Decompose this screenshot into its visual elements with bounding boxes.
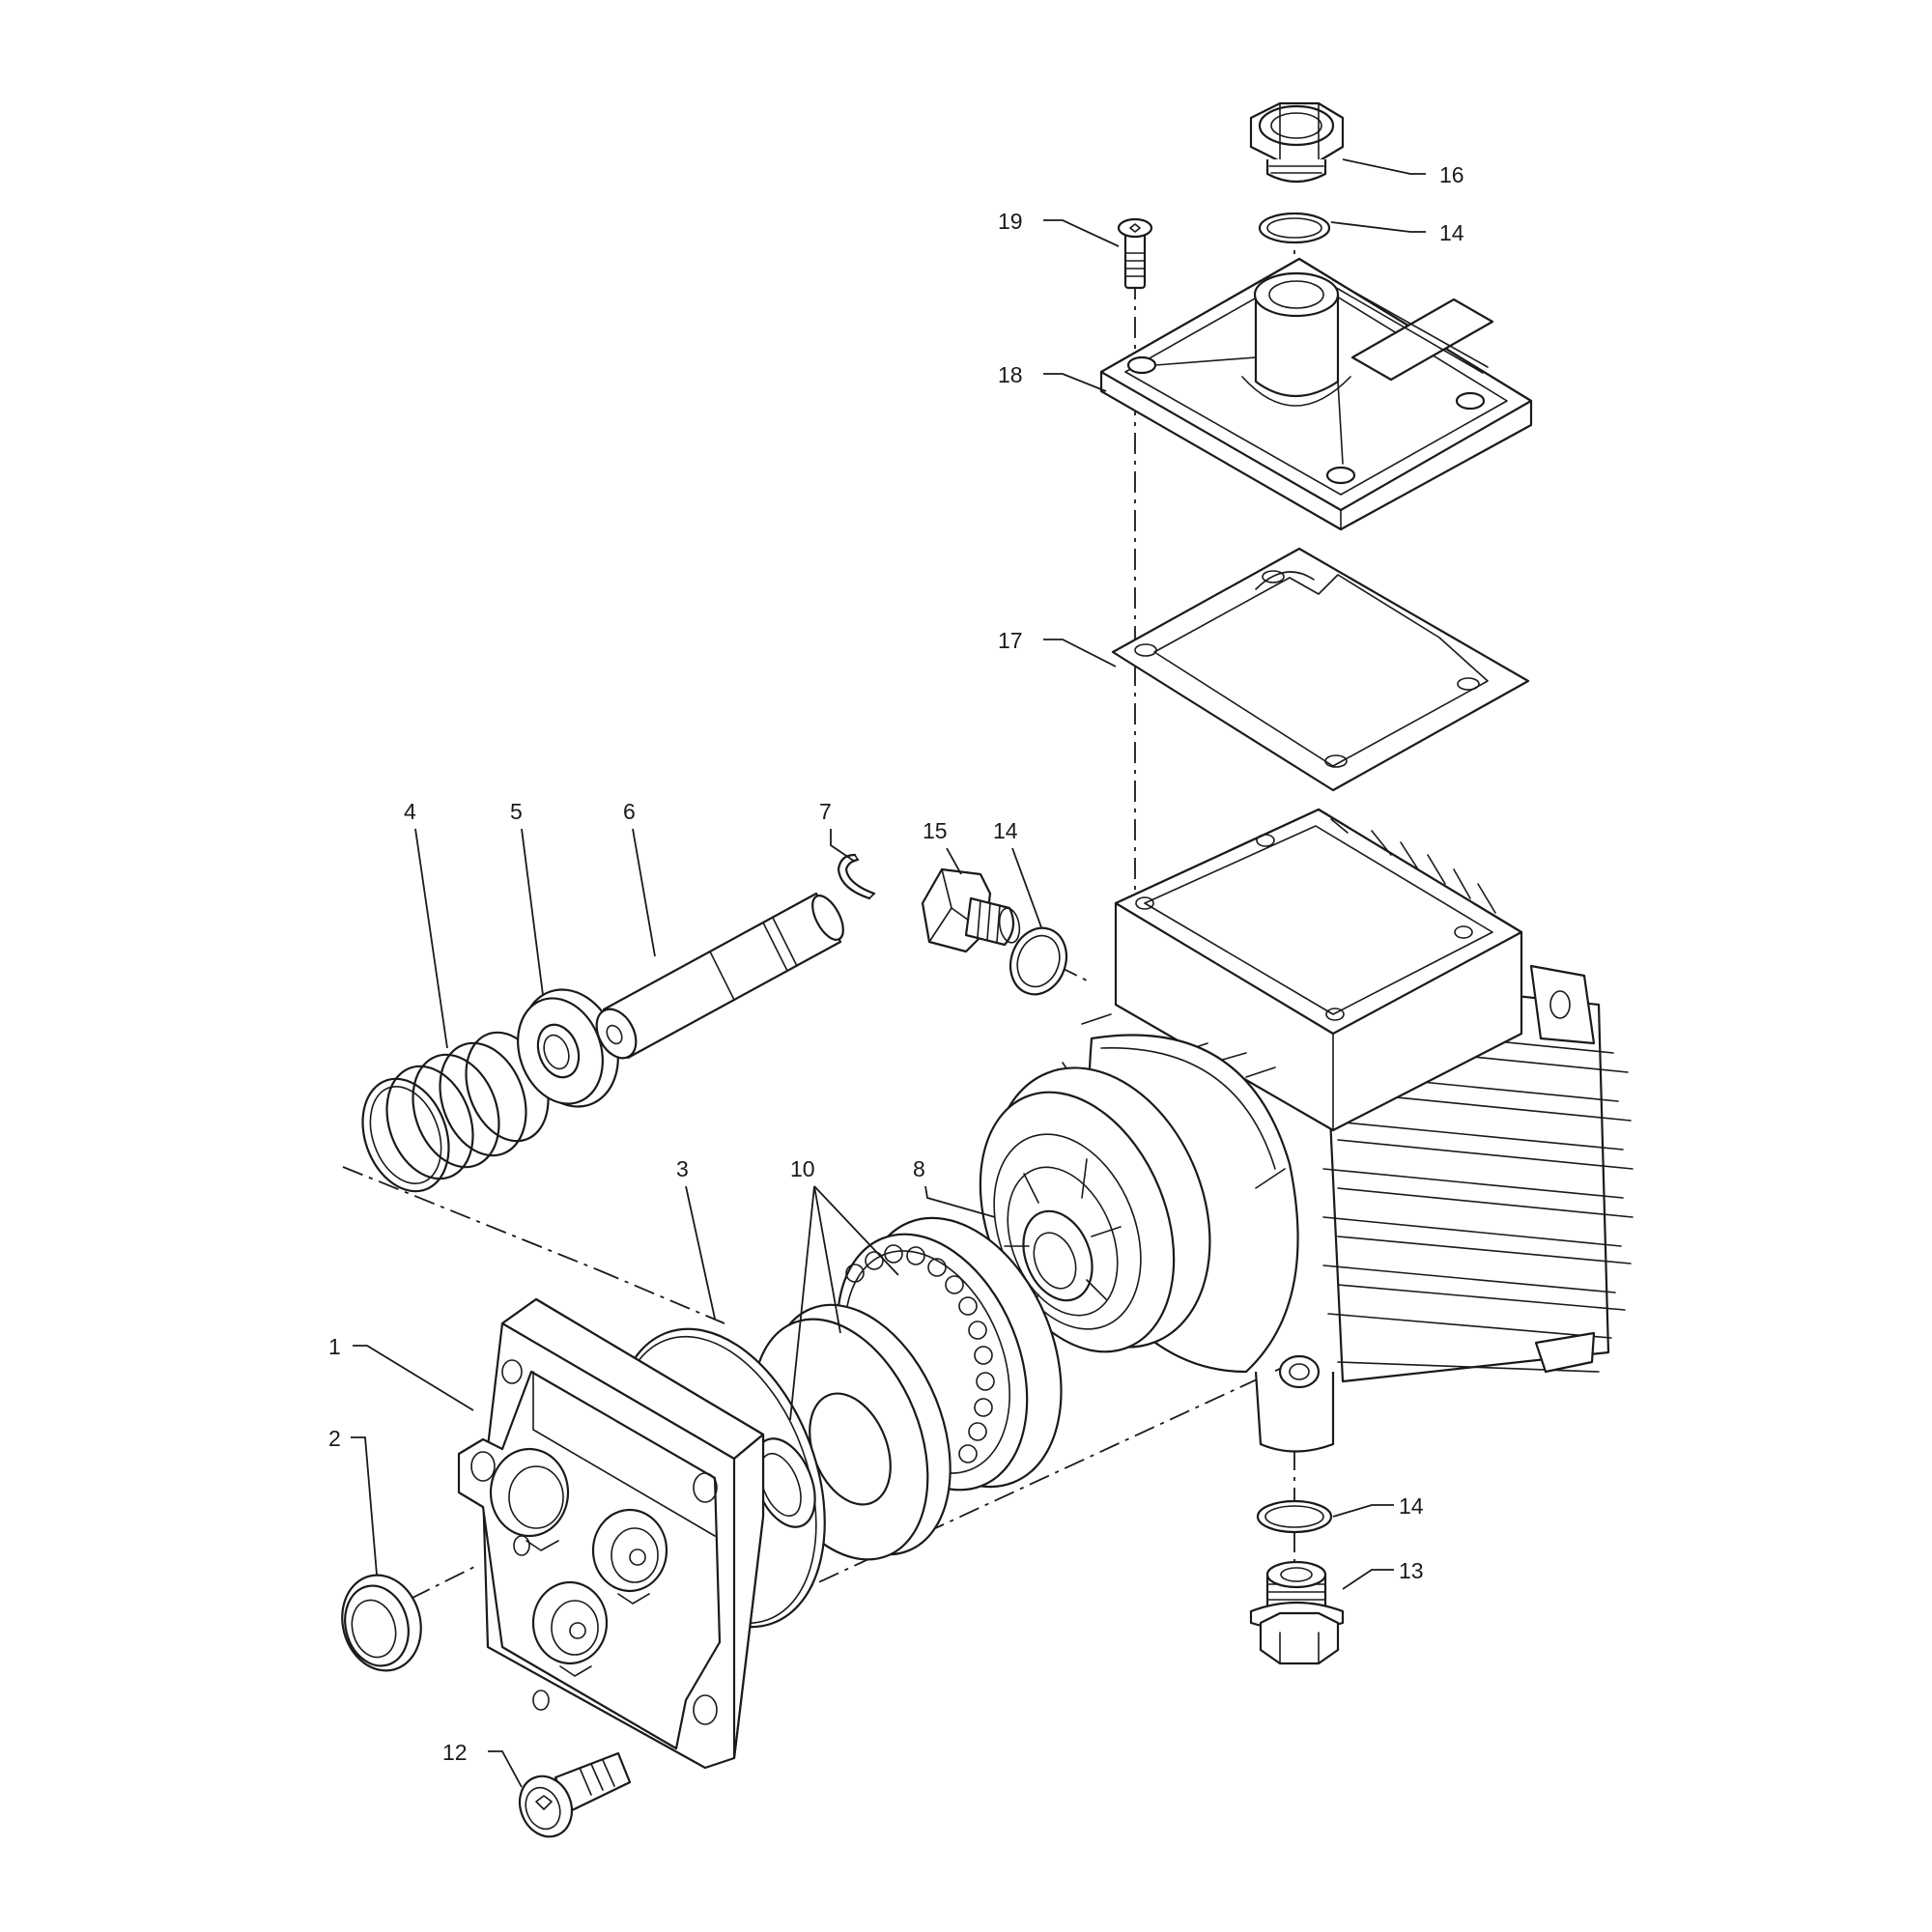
part-5-washer [517,988,619,1108]
label-2: 2 [328,1426,341,1451]
part-number-labels: 1 2 3 4 5 6 7 8 10 12 13 14 14 14 15 16 … [328,162,1464,1765]
part-1-pump-head [457,1297,765,1770]
label-18: 18 [998,362,1023,387]
label-3: 3 [676,1156,689,1181]
label-4: 4 [404,799,416,824]
part-18-top-cover [1099,257,1533,531]
part-19-screw [1117,217,1153,290]
label-8: 8 [913,1156,925,1181]
part-12-cap-screw [518,1751,632,1838]
label-14-bottom: 14 [1399,1493,1424,1519]
label-1: 1 [328,1334,341,1359]
part-14-oring-bottom [1256,1499,1333,1534]
label-15: 15 [923,818,948,843]
leader-lines [351,158,1426,1788]
label-7: 7 [819,799,832,824]
part-14-oring-middle [1009,926,1068,996]
part-13-drain-plug [1249,1560,1345,1665]
part-15-plug [921,867,1021,953]
part-2-seal [341,1574,422,1672]
label-6: 6 [623,799,636,824]
label-13: 13 [1399,1558,1424,1583]
part-16-plug [1249,101,1345,184]
label-17: 17 [998,628,1023,653]
label-5: 5 [510,799,523,824]
part-14-oring-top [1258,212,1331,244]
part-17-gasket [1111,547,1530,792]
part-7-circlip [837,853,876,900]
label-19: 19 [998,209,1023,234]
label-14-middle: 14 [993,818,1018,843]
label-16: 16 [1439,162,1464,187]
label-14-top: 14 [1439,220,1464,245]
label-12: 12 [442,1740,468,1765]
part-6-piston [595,892,844,1060]
label-10: 10 [790,1156,815,1181]
